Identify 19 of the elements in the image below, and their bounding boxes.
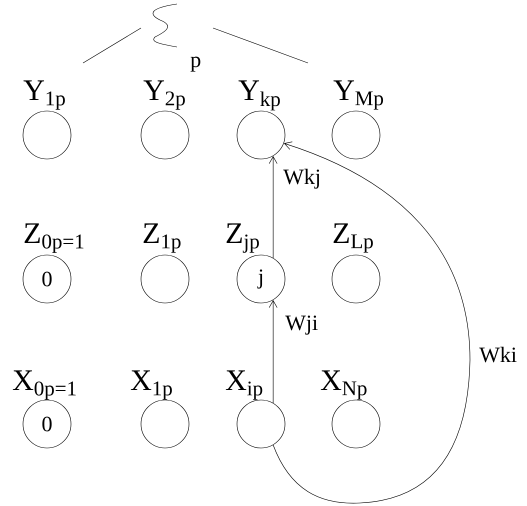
arrow [272,141,470,504]
neuron-label: Z$_{jp}$ [226,223,259,253]
edge-label: Wkj [283,168,320,189]
neuron-label: Y$_{1p}$ [24,80,65,110]
neuron-label: X$_{1p}$ [130,370,172,400]
edge-label: Wki [479,346,517,362]
neuron-label: X$_{Np}$ [320,370,367,400]
neuron-label: Y$_{Mp}$ [334,80,384,110]
symbol-label: p [190,56,200,72]
neuron-label: Z$_{1p}$ [144,223,181,253]
edge-label: Wji [285,315,318,335]
neuron-label: Y$_{kp}$ [238,80,280,110]
neuron-label: X$_{ip}$ [226,370,262,400]
arrow [268,300,278,404]
neuron-label: Z$_{Lp}$ [334,223,373,253]
arrow [268,156,278,258]
neuron-label: Z$_{0p=1}$ [24,223,84,253]
neuron-label: X$_{0p=1}$ [12,370,76,400]
neuron-label: Y$_{2p}$ [144,80,185,110]
